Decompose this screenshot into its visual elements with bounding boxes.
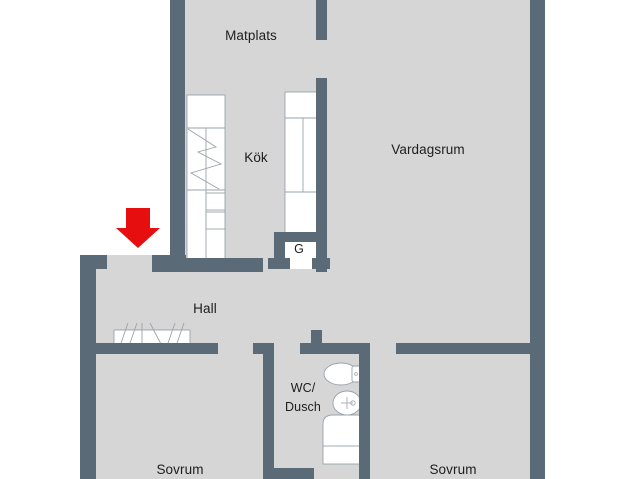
wall-wc-bottom (274, 468, 314, 479)
kitchen-cabinets (284, 91, 322, 238)
wall-hall-sovrum-left (94, 343, 218, 354)
walls (80, 0, 545, 479)
floor-lower (80, 255, 545, 479)
bathroom-fixtures (322, 362, 363, 465)
wall-hall-stub (253, 343, 271, 354)
wall-wc-right (359, 343, 370, 479)
shower-tray (322, 414, 363, 465)
floor-upper (170, 0, 545, 272)
room-floors (80, 0, 545, 479)
wall-hall-sovrum-right (396, 343, 535, 354)
wall-kok-bottom (185, 258, 263, 272)
wall-hall-top-right (152, 255, 186, 272)
wall-upper-left (170, 0, 185, 272)
wall-garderob-left (274, 232, 285, 268)
wash-basin (332, 390, 362, 416)
stove-hob (187, 128, 223, 190)
wall-wc-top (311, 330, 322, 354)
wall-wc-left (263, 343, 274, 479)
wall-hall-top-left (80, 255, 107, 269)
wall-wc-top-bar (300, 343, 370, 354)
wall-garderob-top (274, 232, 326, 242)
entrance-arrow (116, 208, 160, 248)
wall-matplats-divider-top (316, 0, 327, 40)
wall-right-exterior (530, 0, 545, 479)
kitchen-counter (186, 94, 226, 266)
wall-left-exterior (80, 255, 96, 479)
wall-kok-divider (316, 78, 327, 272)
wall-garderob-foot-right (312, 258, 330, 269)
wall-garderob-right (316, 232, 327, 268)
toilet (323, 362, 362, 386)
